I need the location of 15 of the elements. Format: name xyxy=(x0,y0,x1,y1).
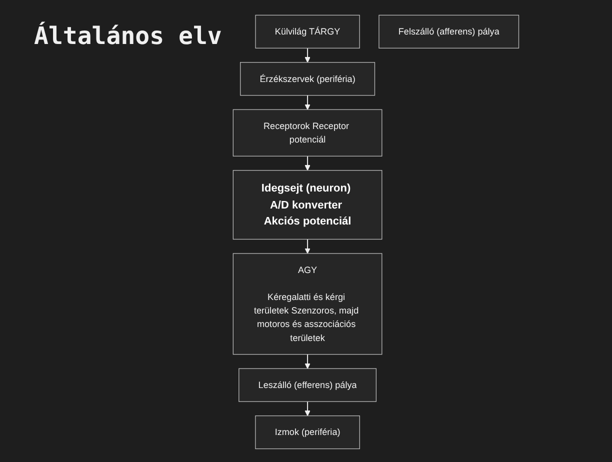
node-box: Leszálló (efferens) pálya xyxy=(238,368,377,402)
arrow xyxy=(304,238,310,254)
node-box: Felszálló (afferens) pálya xyxy=(378,14,520,48)
arrow xyxy=(304,48,310,63)
node-box: Érzékszervek (periféria) xyxy=(240,62,376,96)
node-box: Idegsejt (neuron) A/D konverter Akciós potenciál xyxy=(232,170,382,240)
arrow xyxy=(304,354,310,369)
node-box: Receptorok Receptor potenciál xyxy=(232,109,382,156)
arrow xyxy=(304,94,310,110)
arrow xyxy=(304,401,310,416)
node-box: Izmok (periféria) xyxy=(255,416,360,450)
node-box: Külvilág TÁRGY xyxy=(255,14,360,48)
slide-title: Általános elv xyxy=(34,22,222,50)
node-box: AGY Kéregalatti és kérgi területek Szenzoros, majd motoros és asszociációs területek xyxy=(232,253,382,355)
arrow xyxy=(304,156,310,171)
